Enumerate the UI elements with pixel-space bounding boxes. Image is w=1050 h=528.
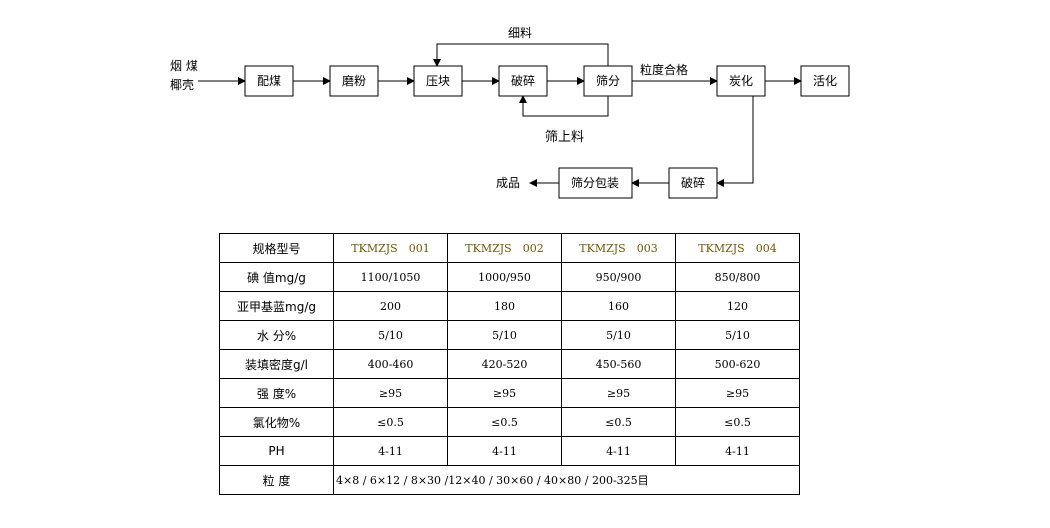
row-label: 水 分% — [219, 320, 334, 350]
label-oversize: 筛上料 — [545, 130, 584, 145]
cell-value: ≤0.5 — [447, 407, 562, 437]
particle-size-value: 4×8 / 6×12 / 8×30 /12×40 / 30×60 / 40×80… — [333, 465, 800, 495]
cell-value: 850/800 — [675, 262, 800, 292]
node-tanhua: 炭化 — [716, 65, 766, 97]
node-peimei: 配煤 — [244, 65, 294, 97]
process-flow-diagram: 烟 煤 椰壳 配煤 磨粉 压块 破碎 筛分 炭化 活化 破碎 — [170, 26, 850, 199]
cell-value: 1100/1050 — [333, 262, 448, 292]
node-mofen-label: 磨粉 — [342, 74, 366, 88]
row-label: 碘 值mg/g — [219, 262, 334, 292]
node-huohua: 活化 — [800, 65, 850, 97]
cell-value: ≥95 — [447, 378, 562, 408]
cell-value: 120 — [675, 291, 800, 321]
spec-table: 规格型号 TKMZJS 001 TKMZJS 002 TKMZJS 003 TK… — [219, 233, 800, 495]
node-posui: 破碎 — [498, 65, 548, 97]
cell-value: ≥95 — [675, 378, 800, 408]
cell-value: ≤0.5 — [675, 407, 800, 437]
model-002: TKMZJS 002 — [447, 233, 562, 263]
cell-value: 4-11 — [447, 436, 562, 466]
cell-value: 200 — [333, 291, 448, 321]
cell-value: 450-560 — [561, 349, 676, 379]
cell-value: ≤0.5 — [561, 407, 676, 437]
row-label: 亚甲基蓝mg/g — [219, 291, 334, 321]
spec-row-chloride: 氯化物% ≤0.5 ≤0.5 ≤0.5 ≤0.5 — [219, 407, 800, 437]
spec-row-moisture: 水 分% 5/10 5/10 5/10 5/10 — [219, 320, 800, 350]
spec-row-density: 装填密度g/l 400-460 420-520 450-560 500-620 — [219, 349, 800, 379]
cell-value: 400-460 — [333, 349, 448, 379]
node-baozhuang: 筛分包装 — [558, 167, 633, 199]
row-label: PH — [219, 436, 334, 466]
cell-value: 180 — [447, 291, 562, 321]
spec-row-strength: 强 度% ≥95 ≥95 ≥95 ≥95 — [219, 378, 800, 408]
cell-value: 5/10 — [447, 320, 562, 350]
input-label-coconut-shell: 椰壳 — [170, 77, 194, 92]
row-label: 粒 度 — [219, 465, 334, 495]
model-001: TKMZJS 001 — [333, 233, 448, 263]
row-label: 装填密度g/l — [219, 349, 334, 379]
node-baozhuang-label: 筛分包装 — [571, 175, 619, 190]
cell-value: 4-11 — [333, 436, 448, 466]
label-size-qualified: 粒度合格 — [640, 62, 688, 77]
node-huohua-label: 活化 — [813, 74, 837, 88]
input-label-bituminous-coal: 烟 煤 — [170, 59, 198, 73]
cell-value: 950/900 — [561, 262, 676, 292]
cell-value: ≤0.5 — [333, 407, 448, 437]
row-label: 强 度% — [219, 378, 334, 408]
edge-oversize-return — [519, 95, 609, 117]
cell-value: ≥95 — [561, 378, 676, 408]
node-peimei-label: 配煤 — [257, 74, 281, 88]
cell-value: 1000/950 — [447, 262, 562, 292]
cell-value: 5/10 — [675, 320, 800, 350]
cell-value: 160 — [561, 291, 676, 321]
spec-header-row: 规格型号 TKMZJS 001 TKMZJS 002 TKMZJS 003 TK… — [219, 233, 800, 263]
node-yakuai-label: 压块 — [426, 74, 450, 88]
node-posui-2: 破碎 — [668, 167, 718, 199]
node-mofen: 磨粉 — [329, 65, 379, 97]
spec-row-ph: PH 4-11 4-11 4-11 4-11 — [219, 436, 800, 466]
label-product: 成品 — [496, 176, 520, 190]
model-003: TKMZJS 003 — [561, 233, 676, 263]
header-label: 规格型号 — [219, 233, 334, 263]
node-posui-2-label: 破碎 — [681, 175, 705, 190]
label-fines: 细料 — [508, 26, 532, 40]
cell-value: 500-620 — [675, 349, 800, 379]
cell-value: 4-11 — [561, 436, 676, 466]
node-shaifen-label: 筛分 — [596, 73, 620, 88]
spec-row-iodine: 碘 值mg/g 1100/1050 1000/950 950/900 850/8… — [219, 262, 800, 292]
node-yakuai: 压块 — [413, 65, 463, 97]
edge-tanhua-to-posui2 — [716, 96, 754, 187]
model-004: TKMZJS 004 — [675, 233, 800, 263]
cell-value: 5/10 — [333, 320, 448, 350]
cell-value: 420-520 — [447, 349, 562, 379]
cell-value: 4-11 — [675, 436, 800, 466]
spec-row-methylene-blue: 亚甲基蓝mg/g 200 180 160 120 — [219, 291, 800, 321]
cell-value: ≥95 — [333, 378, 448, 408]
node-tanhua-label: 炭化 — [729, 74, 753, 88]
edge-fines-return — [433, 43, 609, 67]
row-label: 氯化物% — [219, 407, 334, 437]
node-posui-label: 破碎 — [511, 73, 535, 88]
cell-value: 5/10 — [561, 320, 676, 350]
spec-row-particle-size: 粒 度 4×8 / 6×12 / 8×30 /12×40 / 30×60 / 4… — [219, 465, 800, 495]
node-shaifen: 筛分 — [583, 65, 633, 97]
